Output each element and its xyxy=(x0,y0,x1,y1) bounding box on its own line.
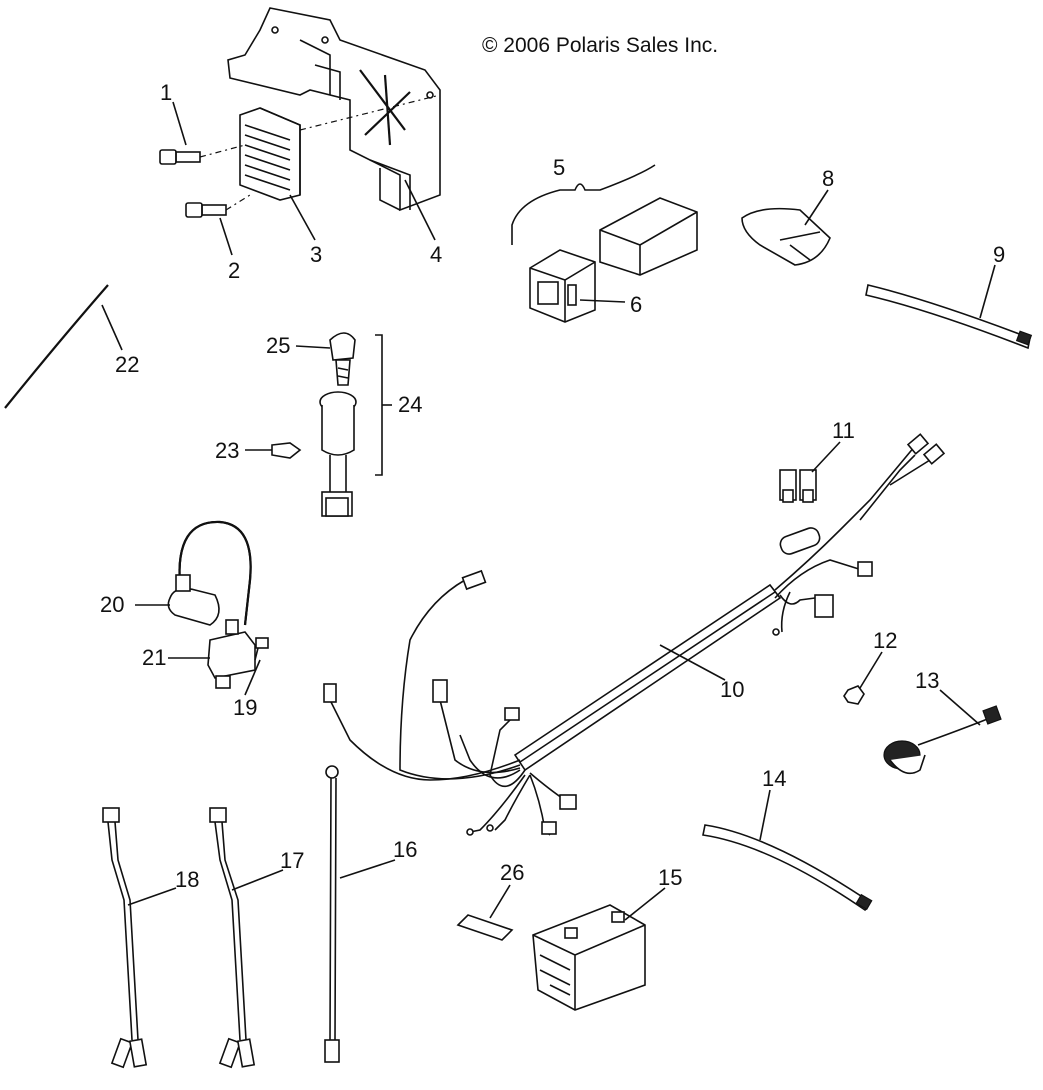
part-2-screw xyxy=(185,194,251,218)
part-21-ignition-coil xyxy=(207,619,256,689)
part-12-nut xyxy=(843,685,865,705)
part-5-bracket xyxy=(511,164,656,245)
part-13-socket xyxy=(883,705,1002,775)
part-11-fuses xyxy=(779,469,817,503)
callout-26: 26 xyxy=(500,860,524,885)
part-14-strap xyxy=(702,824,873,912)
part-6-relay xyxy=(529,249,596,323)
callout-22: 22 xyxy=(115,352,139,377)
copyright-text: © 2006 Polaris Sales Inc. xyxy=(482,34,718,57)
callout-5: 5 xyxy=(553,155,565,180)
part-17-lead xyxy=(209,807,256,1069)
part-7-box xyxy=(599,197,698,276)
leader-lines xyxy=(101,101,996,921)
callout-8: 8 xyxy=(822,166,834,191)
callout-13: 13 xyxy=(915,668,939,693)
callout-17: 17 xyxy=(280,848,304,873)
part-10-main-harness xyxy=(323,433,946,836)
part-23-clip xyxy=(271,442,302,459)
callout-14: 14 xyxy=(762,766,786,791)
callout-12: 12 xyxy=(873,628,897,653)
callout-15: 15 xyxy=(658,865,682,890)
callout-6: 6 xyxy=(630,292,642,317)
part-16-cable xyxy=(324,765,340,1063)
part-8-fuse-cover xyxy=(741,207,831,266)
callout-3: 3 xyxy=(310,242,322,267)
callout-25: 25 xyxy=(266,333,290,358)
part-3-regulator xyxy=(239,107,301,201)
callout-20: 20 xyxy=(100,592,124,617)
part-20-spark-cap xyxy=(167,520,252,626)
callout-18: 18 xyxy=(175,867,199,892)
part-24-switch xyxy=(319,334,392,517)
part-1-screw xyxy=(159,144,246,165)
part-9-strap xyxy=(865,284,1033,350)
callout-21: 21 xyxy=(142,645,166,670)
callout-24: 24 xyxy=(398,392,422,417)
part-4-bracket xyxy=(227,7,441,212)
callout-2: 2 xyxy=(228,258,240,283)
callout-1: 1 xyxy=(160,80,172,105)
callout-23: 23 xyxy=(215,438,239,463)
part-19-screw xyxy=(254,637,269,661)
callout-11: 11 xyxy=(832,418,855,443)
callout-9: 9 xyxy=(993,242,1005,267)
part-25-key xyxy=(329,332,356,386)
part-26-pad xyxy=(456,914,514,941)
part-22-wire xyxy=(4,284,109,409)
callout-19: 19 xyxy=(233,695,257,720)
part-18-lead xyxy=(102,807,148,1069)
callout-10: 10 xyxy=(720,677,744,702)
callouts: 1 2 3 4 5 6 8 9 10 11 12 13 14 15 16 17 … xyxy=(100,80,1005,892)
part-15-battery xyxy=(532,904,646,1011)
callout-16: 16 xyxy=(393,837,417,862)
callout-4: 4 xyxy=(430,242,442,267)
